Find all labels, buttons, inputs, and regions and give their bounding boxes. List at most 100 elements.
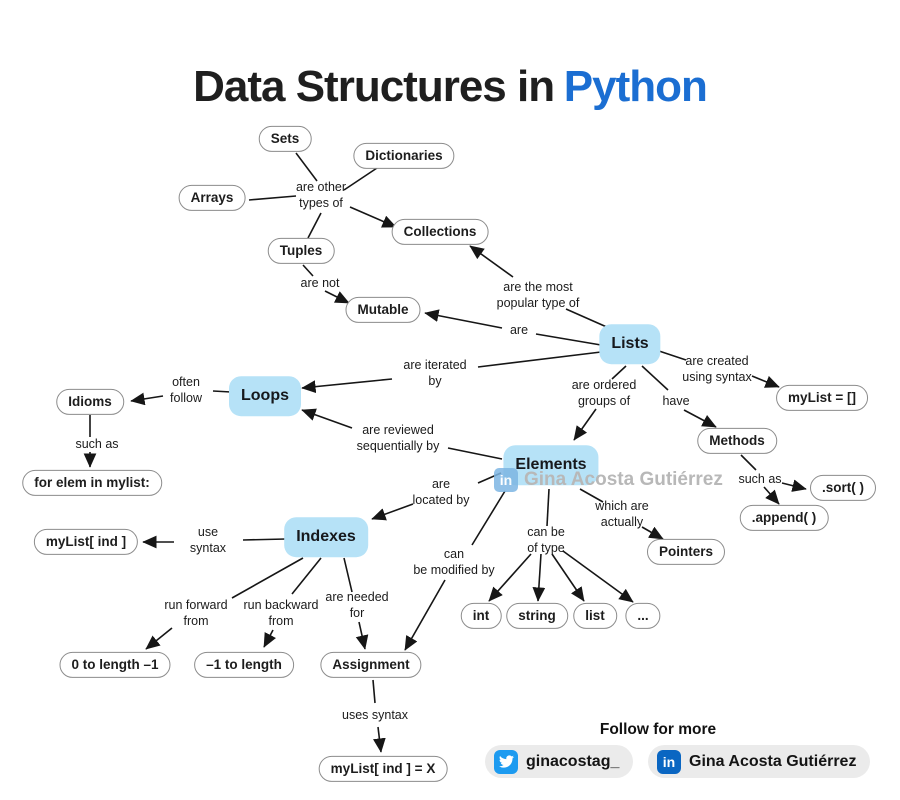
linkedin-watermark-icon: in <box>494 468 518 492</box>
node-tuples: Tuples <box>267 237 335 265</box>
node-methods: Methods <box>697 427 777 455</box>
arrow-popular-collections <box>469 245 514 278</box>
edge-indexes-runforward <box>231 557 304 599</box>
edge-lists-have <box>641 365 669 391</box>
edge-indexes-needed <box>343 557 353 593</box>
arrow-ordered-elements <box>573 408 597 441</box>
edge-label-reviewed-sequentially: are reviewed sequentially by <box>356 423 440 453</box>
arrow-actually-pointers <box>641 526 664 540</box>
twitter-badge[interactable]: ginacostag_ <box>485 745 634 778</box>
edge-label-have: have <box>662 394 690 408</box>
edge-label-are-iterated-by: are iterated by <box>403 358 467 388</box>
arrow-suchas-append <box>763 486 780 505</box>
edge-elements-actually <box>579 488 604 503</box>
follow-for-more-heading: Follow for more <box>599 721 717 738</box>
edge-dictionaries-hub <box>343 167 378 191</box>
arrow-suchas-sort <box>781 479 807 492</box>
edge-label-are-needed-for: are needed for <box>325 590 389 620</box>
node-type-int: int <box>460 602 502 630</box>
edge-label-often-follow: often follow <box>170 375 202 405</box>
arrow-reviewed-loops <box>301 408 353 429</box>
edge-label-which-are-actually: which are actually <box>595 499 649 529</box>
edge-methods-suchas <box>740 454 757 471</box>
edge-assignment-usessyntax <box>372 679 376 704</box>
arrow-runbackward-range <box>263 629 277 648</box>
edge-label-are-not: are not <box>300 276 340 290</box>
node-idiom-syntax: for elem in mylist: <box>22 469 162 497</box>
arrow-are-mutable <box>424 309 503 329</box>
arrow-located-indexes <box>371 503 414 521</box>
edge-label-are: are <box>509 323 529 337</box>
node-sort-method: .sort( ) <box>810 474 876 502</box>
linkedin-badge[interactable]: in Gina Acosta Gutiérrez <box>648 745 871 778</box>
node-indexes: Indexes <box>284 517 368 557</box>
node-index-syntax: myList[ ind ] <box>33 528 139 556</box>
arrow-runforward-range <box>145 627 173 650</box>
edge-label-are-other-types-of: are other types of <box>295 180 347 210</box>
arrow-created-listsyntax <box>751 375 780 388</box>
node-sets: Sets <box>258 125 312 153</box>
node-pointers: Pointers <box>646 538 726 566</box>
edge-elements-reviewed <box>447 447 503 460</box>
edge-tuples-hub <box>307 212 322 239</box>
edge-sets-hub <box>295 152 318 182</box>
edge-indexes-runbackward <box>291 557 322 595</box>
twitter-icon <box>494 749 518 774</box>
node-arrays: Arrays <box>178 184 246 212</box>
arrow-oftype-int <box>488 553 532 602</box>
edge-label-created-using-syntax: are created using syntax <box>682 354 752 384</box>
node-dictionaries: Dictionaries <box>353 142 455 170</box>
title-prefix: Data Structures in <box>193 62 555 112</box>
edge-label-uses-syntax: uses syntax <box>341 708 409 722</box>
edge-arrays-hub <box>248 195 297 201</box>
arrow-often-idioms <box>130 392 164 406</box>
edge-label-use-syntax: use syntax <box>189 525 227 555</box>
node-elements: Elements <box>503 445 599 485</box>
node-assignment-syntax: myList[ ind ] = X <box>318 755 448 783</box>
twitter-handle: ginacostag_ <box>526 752 620 770</box>
edge-lists-iterated <box>477 351 602 368</box>
arrow-needed-assignment <box>355 621 369 650</box>
edge-label-run-forward-from: run forward from <box>164 598 228 628</box>
edge-indexes-usesyntax <box>242 538 287 541</box>
node-backward-range: –1 to length <box>194 651 294 679</box>
node-assignment: Assignment <box>320 651 422 679</box>
edge-lists-are <box>535 333 602 346</box>
arrow-modified-assignment <box>404 579 446 651</box>
node-loops: Loops <box>229 376 301 416</box>
linkedin-icon: in <box>657 749 681 774</box>
node-type-more: ... <box>625 602 661 630</box>
edge-label-most-popular: are the most popular type of <box>496 280 580 310</box>
edge-lists-popular <box>565 308 610 329</box>
arrow-oftype-list <box>551 553 585 602</box>
edge-tuples-arenot <box>302 264 314 277</box>
edge-label-such-as-methods: such as <box>738 472 782 486</box>
node-type-list: list <box>573 602 617 630</box>
arrow-oftype-more <box>562 550 634 603</box>
arrow-oftype-string <box>532 553 546 602</box>
watermark-name: Gina Acosta Gutiérrez <box>524 469 723 490</box>
edge-loops-often <box>212 390 232 393</box>
node-type-string: string <box>506 602 568 630</box>
node-idioms: Idioms <box>56 388 124 416</box>
arrow-arenot-mutable <box>324 290 350 304</box>
edge-label-such-as-idioms: such as <box>75 437 119 451</box>
title-highlight: Python <box>563 62 708 112</box>
node-forward-range: 0 to length –1 <box>59 651 171 679</box>
edge-label-ordered-groups: are ordered groups of <box>571 378 637 408</box>
edge-label-are-located-by: are located by <box>412 477 470 507</box>
arrow-hub-collections <box>349 206 397 228</box>
node-mutable: Mutable <box>345 296 421 324</box>
node-append-method: .append( ) <box>739 504 829 532</box>
edge-elements-oftype <box>546 488 550 527</box>
node-lists: Lists <box>599 324 661 364</box>
edge-label-can-be-of-type: can be of type <box>527 525 565 555</box>
node-collections: Collections <box>391 218 489 246</box>
edge-lists-ordered <box>611 365 627 380</box>
linkedin-name: Gina Acosta Gutiérrez <box>689 752 857 770</box>
arrow-have-methods <box>683 409 717 428</box>
edge-lists-created <box>658 350 687 361</box>
